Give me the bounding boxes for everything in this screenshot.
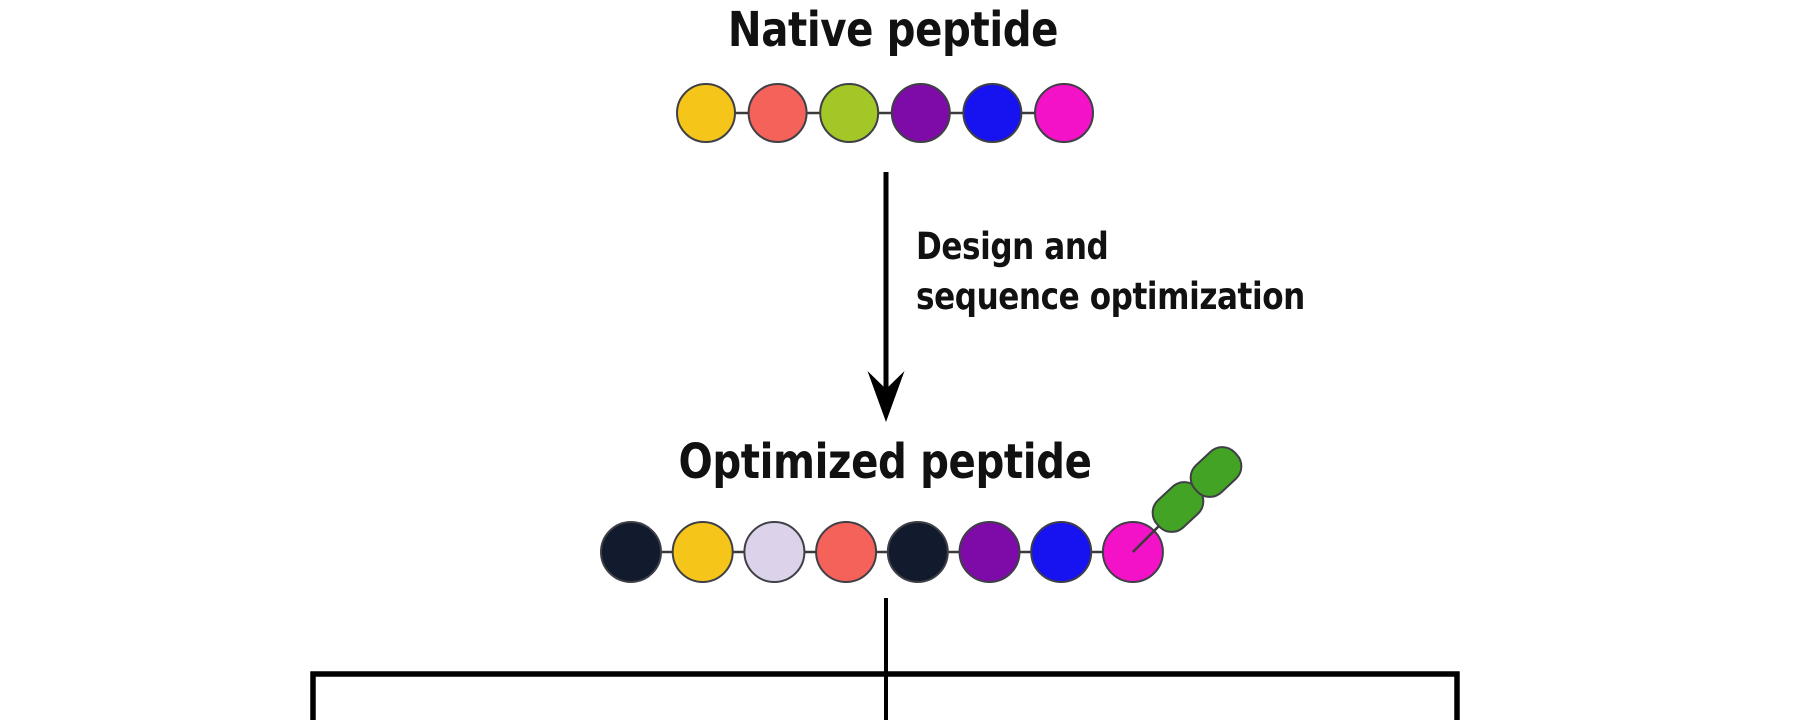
design-optimization-label-line2: sequence optimization xyxy=(916,275,1305,318)
residue-circle-lavender xyxy=(743,521,806,583)
native-peptide-title: Native peptide xyxy=(727,2,1059,58)
arrow-head-icon xyxy=(867,371,905,422)
residue-circle-blue xyxy=(962,83,1023,143)
residue-circle-navy xyxy=(886,521,949,583)
native-peptide-chain xyxy=(676,83,1094,143)
residue-circle-navy xyxy=(600,521,662,583)
optimized-peptide-chain xyxy=(600,446,1243,583)
design-optimization-label: Design and sequence optimization xyxy=(916,222,1305,322)
optimized-peptide-title: Optimized peptide xyxy=(678,434,1092,490)
branch-bracket xyxy=(310,598,1460,720)
residue-circle-salmon xyxy=(747,83,808,143)
residue-circle-purple xyxy=(890,83,951,143)
design-flow-arrow xyxy=(867,172,905,422)
residue-circle-gold xyxy=(671,521,734,583)
tail-residue-capsule-green xyxy=(1189,446,1243,498)
residue-circle-magenta xyxy=(1034,83,1094,143)
design-optimization-label-line1: Design and xyxy=(916,225,1109,268)
residue-circle-salmon xyxy=(815,521,878,583)
residue-circle-blue xyxy=(1030,521,1093,583)
residue-circle-gold xyxy=(676,83,736,143)
residue-circle-yellow_green xyxy=(819,83,880,143)
residue-circle-purple xyxy=(958,521,1021,583)
